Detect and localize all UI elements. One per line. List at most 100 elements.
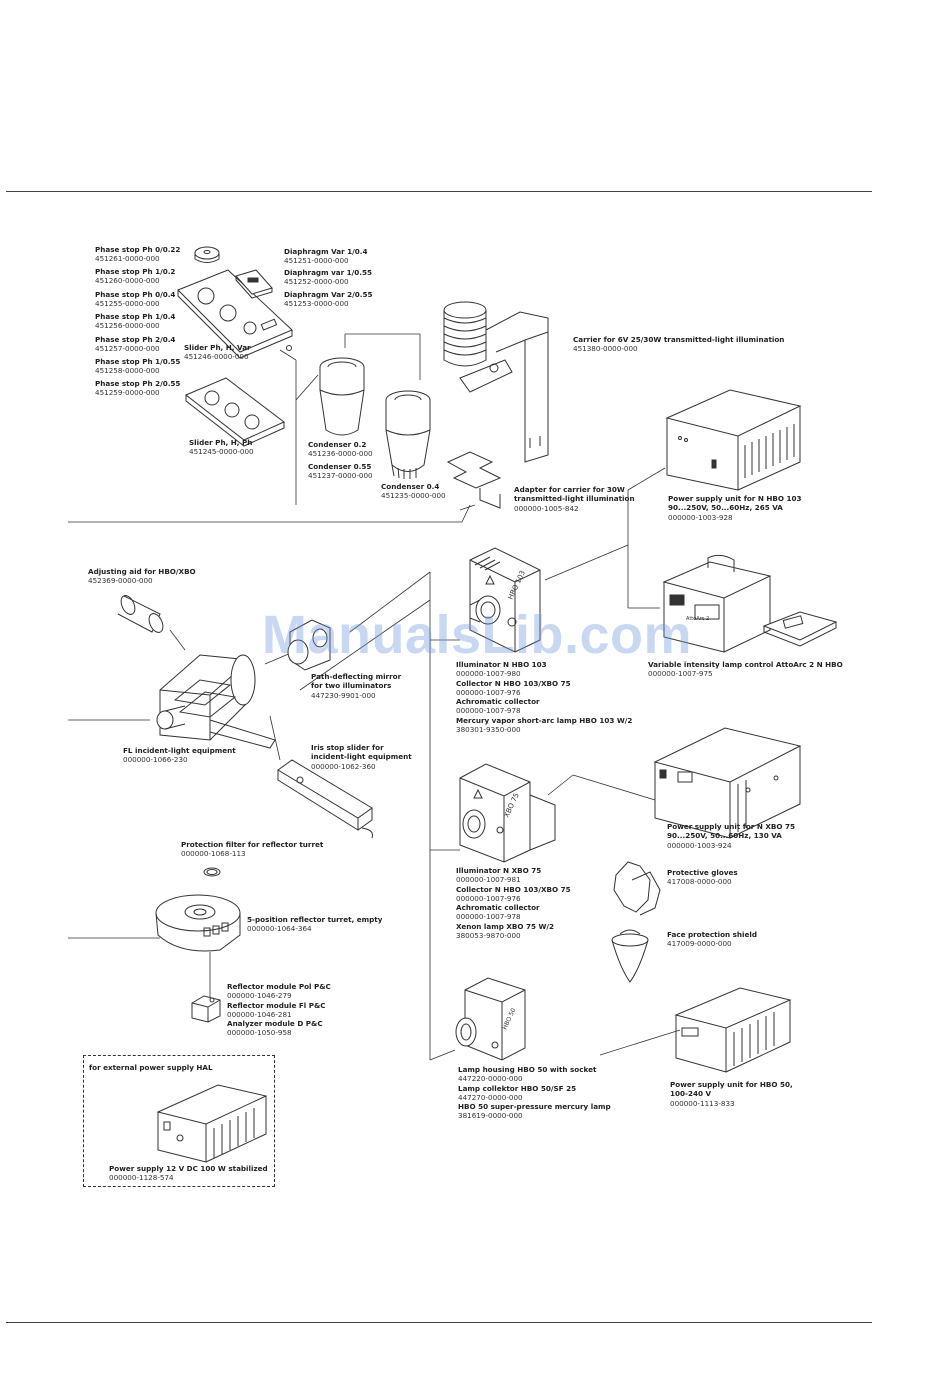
face-shield-drawing [611,929,649,983]
part-name: Phase stop Ph 1/0.4 [95,312,176,321]
part-name: Adapter for carrier for 30W [514,485,625,494]
gloves-drawing [613,861,661,916]
part-name: Reflector module Fl P&C [227,1000,326,1010]
adjusting-aid-drawing [117,595,164,633]
part-number: 451256-0000-000 [95,321,160,331]
phase-stop-drawing [194,246,220,263]
part-number: 381619-0000-000 [458,1111,523,1121]
part-number: 380053-9870-000 [456,931,521,941]
part-name: Path-deflecting mirror [311,672,402,681]
part-name: Lamp housing HBO 50 with socket [458,1065,597,1074]
slider-ph-h-var-drawing [177,269,293,359]
part-number: 451253-0000-000 [284,299,349,309]
diaphragm-drawing [235,269,273,299]
label-carrier-6v: Carrier for 6V 25/30W transmitted-light … [573,335,784,354]
part-number: 000000-1003-928 [668,512,733,522]
part-name: FL incident-light equipment [123,746,236,755]
part-number: 451237-0000-000 [308,471,373,481]
part-name: Power supply unit for N HBO 103 [668,494,802,503]
part-name: Reflector module Pol P&C [227,982,331,991]
adapter-drawing [446,451,502,509]
part-name: Diaphragm Var 1/0.4 [284,247,368,256]
part-name: Mercury vapor short-arc lamp HBO 103 W/2 [456,715,633,725]
part-number: 451236-0000-000 [308,449,373,459]
part-name: for external power supply HAL [89,1063,213,1072]
hal-power-supply-box [83,1055,275,1187]
part-name: Lamp collektor HBO 50/SF 25 [458,1083,577,1093]
power-supply-hbo103-drawing [665,389,802,491]
watermark: ManualsLib.com [262,605,693,665]
part-name: Xenon lamp XBO 75 W/2 [456,921,555,931]
part-name: Power supply unit for N XBO 75 [667,822,796,831]
reflector-module-drawing [191,995,221,1023]
part-name: Phase stop Ph 1/0.55 [95,357,181,366]
part-number: 451261-0000-000 [95,254,160,264]
reflector-turret-drawing [155,894,241,952]
illuminator-xbo75-drawing [459,763,556,863]
part-name: Analyzer module D P&C [227,1019,323,1029]
part-name: Achromatic collector [456,903,540,913]
part-name: 100-240 V [670,1089,712,1099]
bottom-rule [6,1322,872,1323]
part-number: 451251-0000-000 [284,256,349,266]
part-number: 000000-1066-230 [123,755,188,765]
part-number: 000000-1003-924 [667,840,732,850]
part-number: 000000-1007-980 [456,669,521,679]
power-supply-xbo75-drawing [653,727,802,839]
part-name: Condenser 0.2 [308,440,367,449]
part-number: 452369-0000-000 [88,576,153,586]
part-name: Carrier for 6V 25/30W transmitted-light … [573,335,785,344]
part-name: Face protection shield [667,930,757,939]
part-name: Variable intensity lamp control AttoArc … [648,660,843,669]
part-number: 451246-0000-000 [184,352,249,362]
part-number: 000000-1046-279 [227,991,292,1001]
part-number: 000000-1113-833 [670,1098,735,1108]
part-name: incident-light equipment [311,752,412,762]
part-name: Slider Ph, H, Var [184,343,251,352]
part-number: 447220-0000-000 [458,1074,523,1084]
condenser-02-drawing [319,357,365,436]
part-name: Protective gloves [667,868,738,877]
part-number: 451260-0000-000 [95,276,160,286]
part-number: 000000-1068-113 [181,849,246,859]
part-number: 417008-0000-000 [667,877,732,887]
fl-incident-drawing [156,654,276,749]
illuminator-hbo103-drawing [469,547,541,653]
condenser-04-drawing [385,390,431,479]
part-name: Condenser 0.55 [308,462,372,471]
power-supply-12v-drawing [156,1084,268,1163]
part-name: Achromatic collector [456,697,540,707]
part-name: Phase stop Ph 1/0.2 [95,267,176,276]
part-name: Phase stop Ph 2/0.55 [95,379,181,388]
part-number: 451252-0000-000 [284,277,349,287]
part-number: 451257-0000-000 [95,344,160,354]
iris-stop-slider-drawing [277,759,373,839]
part-name: 90...250V, 50...60Hz, 265 VA [668,503,783,513]
lamp-housing-hbo50-drawing [455,977,526,1061]
part-number: 000000-1007-978 [456,706,521,716]
label-hal-box-title: for external power supply HAL [89,1063,213,1072]
part-name: Iris stop slider for [311,743,384,752]
